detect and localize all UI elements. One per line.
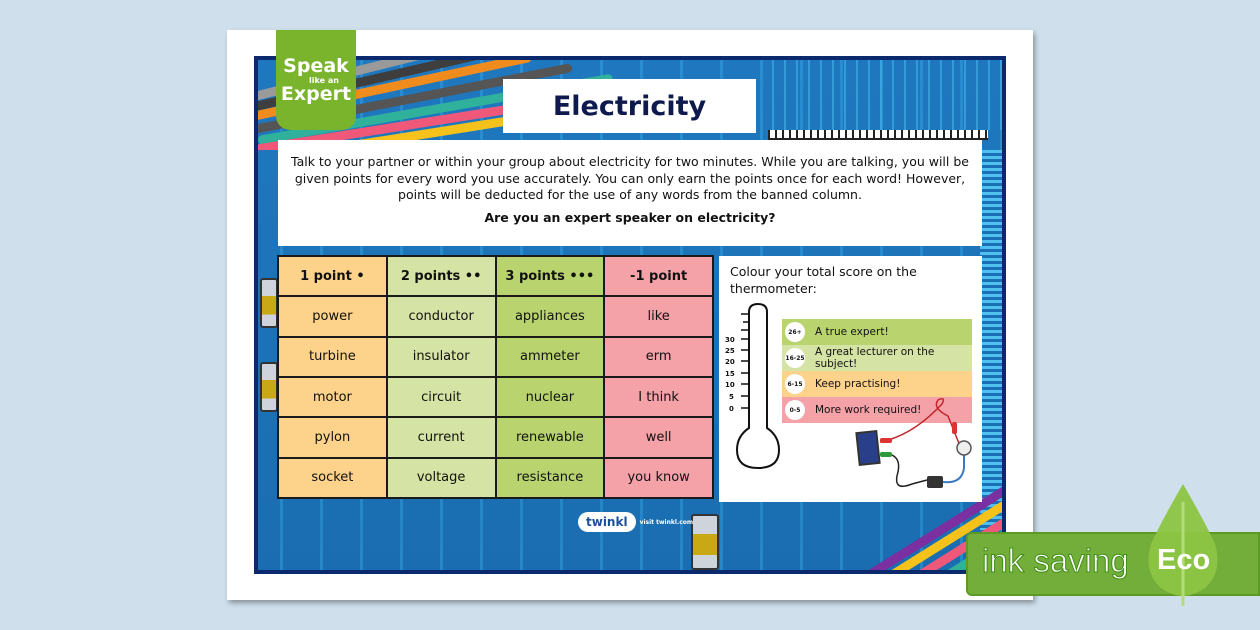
table-cell: circuit	[385, 375, 497, 419]
table-cell: current	[385, 416, 497, 459]
table-row: socket voltage resistance you know	[277, 456, 714, 500]
table-row: pylon current renewable well	[277, 416, 714, 459]
twinkl-brand: twinkl	[578, 512, 636, 532]
table-cell: nuclear	[494, 375, 606, 419]
page-title: Electricity	[503, 79, 756, 133]
score-band-label: Keep practising!	[815, 378, 901, 390]
table-row: power conductor appliances like	[277, 295, 714, 338]
battery-decoration	[691, 514, 719, 570]
table-cell: insulator	[385, 335, 497, 378]
score-range-badge: 26+	[785, 322, 805, 342]
battery-decoration	[260, 362, 278, 412]
table-cell: well	[603, 416, 714, 459]
score-band-label: More work required!	[815, 404, 922, 416]
header-2-points: 2 points ••	[385, 254, 497, 298]
badge-line1: Speak	[283, 54, 349, 77]
table-row: motor circuit nuclear I think	[277, 375, 714, 419]
scale-label: 30	[725, 336, 735, 344]
thermometer-panel: Colour your total score on the thermomet…	[719, 256, 982, 502]
table-cell: I think	[603, 375, 714, 419]
scale-label: 20	[725, 358, 735, 366]
circuit-illustration	[855, 397, 972, 488]
score-band-more-work: 0-5 More work required!	[782, 397, 972, 423]
scale-label: 25	[725, 347, 735, 355]
scale-label: 15	[725, 370, 735, 378]
score-band-lecturer: 16-25 A great lecturer on the subject!	[782, 345, 972, 371]
scale-label: 10	[725, 381, 735, 389]
edge-stripes-decoration	[980, 150, 1002, 530]
instructions-question: Are you an expert speaker on electricity…	[484, 209, 776, 225]
leaf-icon	[1148, 484, 1218, 606]
table-row: turbine insulator ammeter erm	[277, 335, 714, 378]
score-band-label: A true expert!	[815, 326, 889, 338]
score-range-badge: 16-25	[785, 348, 805, 368]
header-1-point: 1 point •	[277, 254, 388, 298]
table-cell: motor	[277, 375, 388, 419]
table-cell: power	[277, 295, 388, 338]
table-cell: turbine	[277, 335, 388, 378]
circuit-pattern	[762, 60, 1002, 130]
table-cell: resistance	[494, 456, 606, 500]
table-cell: voltage	[385, 456, 497, 500]
table-cell: like	[603, 295, 714, 338]
header-3-points: 3 points •••	[494, 254, 606, 298]
ink-saving-text: ink saving	[982, 542, 1130, 580]
table-cell: renewable	[494, 416, 606, 459]
vocabulary-table: 1 point • 2 points •• 3 points ••• -1 po…	[277, 254, 714, 500]
table-cell: erm	[603, 335, 714, 378]
badge-line2: like an	[309, 75, 339, 85]
chip-pins-decoration	[768, 130, 988, 140]
table-cell: conductor	[385, 295, 497, 338]
score-range-badge: 0-5	[785, 400, 805, 420]
badge-line3: Expert	[280, 82, 352, 105]
eco-label: Eco	[1157, 544, 1211, 576]
table-cell: you know	[603, 456, 714, 500]
scale-label: 5	[729, 393, 734, 401]
thermometer-icon: 30 25 20 15 10 5 0	[725, 302, 781, 470]
instructions-text: Talk to your partner or within your grou…	[291, 154, 969, 203]
table-cell: pylon	[277, 416, 388, 459]
header-minus-1-point: -1 point	[603, 254, 714, 298]
score-band-expert: 26+ A true expert!	[782, 319, 972, 345]
table-cell: appliances	[494, 295, 606, 338]
score-band-label: A great lecturer on the subject!	[815, 346, 935, 370]
thermometer-instruction: Colour your total score on the thermomet…	[730, 264, 917, 296]
score-range-badge: 6-15	[785, 374, 805, 394]
score-band-practising: 6-15 Keep practising!	[782, 371, 972, 397]
speak-like-an-expert-badge: Speak like an Expert	[276, 30, 356, 130]
scale-label: 0	[729, 405, 734, 413]
twinkl-visit: visit twinkl.com	[639, 518, 694, 526]
table-cell: socket	[277, 456, 388, 500]
table-header-row: 1 point • 2 points •• 3 points ••• -1 po…	[277, 254, 714, 298]
table-cell: ammeter	[494, 335, 606, 378]
instructions-box: Talk to your partner or within your grou…	[278, 140, 982, 246]
score-bands: 26+ A true expert! 16-25 A great lecture…	[782, 319, 972, 423]
battery-decoration	[260, 278, 278, 328]
twinkl-logo: twinkl visit twinkl.com	[578, 512, 693, 532]
